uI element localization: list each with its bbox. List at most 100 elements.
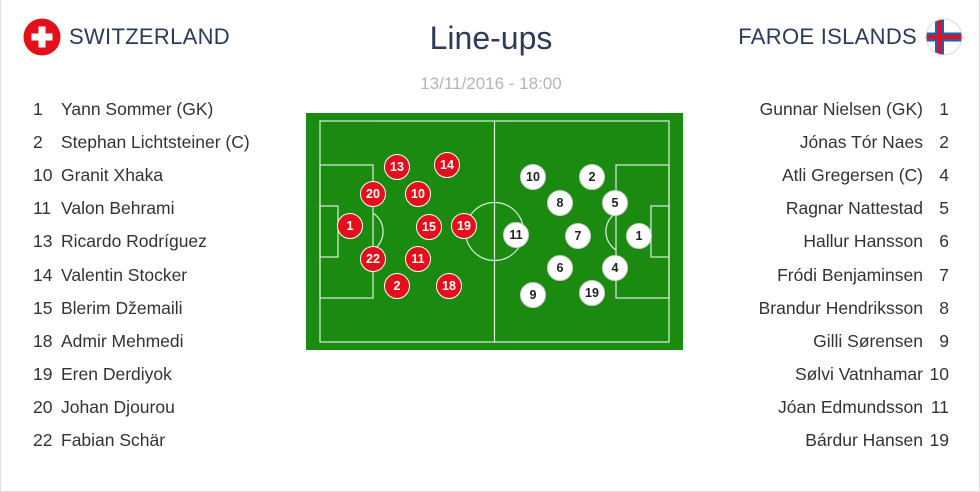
home-player-row: 22 Fabian Schär (33, 424, 250, 457)
away-player-row: Brandur Hendriksson 8 (759, 292, 949, 325)
away-player-number: 9 (939, 330, 949, 351)
away-player-row: Jóan Edmundsson 11 (759, 391, 949, 424)
away-pitch-marker: 19 (579, 280, 605, 306)
away-team-header: FAROE ISLANDS (738, 18, 963, 56)
faroe-islands-flag-icon (925, 18, 963, 56)
away-pitch-marker: 6 (547, 255, 573, 281)
home-player-number: 18 (33, 330, 53, 351)
home-player-row: 13 Ricardo Rodríguez (33, 225, 250, 258)
home-player-number: 14 (33, 264, 53, 285)
home-player-number: 11 (33, 198, 52, 219)
away-player-number: 2 (939, 132, 949, 153)
home-pitch-marker: 22 (360, 246, 386, 272)
away-player-name: Ragnar Nattestad (785, 198, 923, 219)
home-player-name: Fabian Schär (61, 429, 166, 450)
away-player-number: 6 (939, 231, 949, 252)
home-pitch-marker: 11 (405, 246, 431, 272)
away-player-row: Jónas Tór Naes 2 (759, 126, 949, 159)
away-player-row: Hallur Hansson 6 (759, 225, 949, 258)
home-player-number: 15 (33, 297, 53, 318)
page-title: Line-ups (429, 20, 553, 56)
away-pitch-marker: 2 (579, 164, 605, 190)
home-roster: 1 Yann Sommer (GK) 2 Stephan Lichtsteiner … (33, 93, 250, 457)
away-team-name: FAROE ISLANDS (738, 24, 917, 49)
home-pitch-marker: 14 (434, 152, 460, 178)
home-pitch-marker: 20 (360, 181, 386, 207)
away-pitch-marker: 11 (503, 222, 529, 248)
home-player-row: 15 Blerim Džemaili (33, 292, 250, 325)
home-player-row: 18 Admir Mehmedi (33, 325, 250, 358)
away-player-row: Gunnar Nielsen (GK) 1 (759, 93, 949, 126)
home-player-number: 19 (33, 363, 53, 384)
home-player-number: 2 (33, 132, 43, 153)
match-datetime: 13/11/2016 - 18:00 (420, 74, 562, 93)
switzerland-flag-icon (23, 18, 61, 56)
home-player-row: 20 Johan Djourou (33, 391, 250, 424)
home-player-name: Stephan Lichtsteiner (C) (61, 132, 250, 153)
home-pitch-marker: 18 (436, 273, 462, 299)
home-player-name: Blerim Džemaili (61, 297, 183, 318)
home-player-name: Admir Mehmedi (61, 330, 184, 351)
away-player-number: 7 (939, 264, 949, 285)
home-pitch-marker: 2 (384, 273, 410, 299)
away-player-row: Gilli Sørensen 9 (759, 325, 949, 358)
away-player-row: Sølvi Vatnhamar 10 (759, 358, 949, 391)
home-player-number: 22 (33, 429, 53, 450)
home-player-number: 20 (33, 396, 53, 417)
away-player-row: Fródi Benjaminsen 7 (759, 258, 949, 291)
away-player-name: Atli Gregersen (C) (781, 165, 923, 186)
away-player-name: Gilli Sørensen (813, 330, 923, 351)
away-roster: Gunnar Nielsen (GK) 1 Jónas Tór Naes 2 Atl… (759, 93, 949, 457)
home-pitch-marker: 10 (405, 181, 431, 207)
home-player-number: 13 (33, 231, 53, 252)
away-pitch-marker: 5 (602, 190, 628, 216)
home-player-row: 2 Stephan Lichtsteiner (C) (33, 126, 250, 159)
away-player-row: Ragnar Nattestad 5 (759, 192, 949, 225)
away-player-row: Atli Gregersen (C) 4 (759, 159, 949, 192)
home-player-name: Johan Djourou (61, 396, 175, 417)
away-player-number: 11 (930, 396, 949, 417)
home-team-header: SWITZERLAND (23, 18, 230, 56)
home-pitch-marker: 13 (384, 154, 410, 180)
away-player-number: 10 (929, 363, 949, 384)
home-player-number: 10 (33, 165, 53, 186)
away-pitch-marker: 4 (602, 255, 628, 281)
home-player-row: 19 Eren Derdiyok (33, 358, 250, 391)
away-player-name: Bárdur Hansen (805, 429, 923, 450)
away-player-number: 19 (929, 429, 949, 450)
away-player-number: 1 (939, 99, 949, 120)
away-player-name: Hallur Hansson (803, 231, 923, 252)
away-pitch-marker: 1 (626, 223, 652, 249)
home-player-row: 10 Granit Xhaka (33, 159, 250, 192)
home-pitch-marker: 1 (337, 213, 363, 239)
away-player-name: Fródi Benjaminsen (777, 264, 923, 285)
away-pitch-marker: 9 (520, 282, 546, 308)
pitch-diagram: 13 14 20 10 1 15 19 22 11 2 18 10 2 8 5 … (306, 113, 683, 350)
away-pitch-marker: 7 (565, 223, 591, 249)
home-pitch-marker: 15 (416, 214, 442, 240)
home-player-row: 14 Valentin Stocker (33, 258, 250, 291)
away-player-number: 5 (939, 198, 949, 219)
home-player-name: Valentin Stocker (61, 264, 188, 285)
home-pitch-marker: 19 (451, 213, 477, 239)
home-player-name: Granit Xhaka (61, 165, 164, 186)
home-player-name: Ricardo Rodríguez (61, 231, 207, 252)
away-player-name: Sølvi Vatnhamar (794, 363, 923, 384)
home-player-name: Yann Sommer (GK) (61, 99, 214, 120)
away-player-number: 4 (939, 165, 949, 186)
away-player-name: Brandur Hendriksson (758, 297, 923, 318)
away-player-number: 8 (939, 297, 949, 318)
home-player-row: 1 Yann Sommer (GK) (33, 93, 250, 126)
away-player-name: Jóan Edmundsson (778, 396, 923, 417)
home-player-number: 1 (33, 99, 43, 120)
home-team-name: SWITZERLAND (69, 24, 230, 49)
away-player-name: Gunnar Nielsen (GK) (759, 99, 923, 120)
away-player-row: Bárdur Hansen 19 (759, 424, 949, 457)
away-player-name: Jónas Tór Naes (799, 132, 923, 153)
home-player-name: Valon Behrami (61, 198, 175, 219)
home-player-row: 11 Valon Behrami (33, 192, 250, 225)
away-pitch-marker: 8 (547, 190, 573, 216)
away-pitch-marker: 10 (520, 164, 546, 190)
home-player-name: Eren Derdiyok (61, 363, 172, 384)
